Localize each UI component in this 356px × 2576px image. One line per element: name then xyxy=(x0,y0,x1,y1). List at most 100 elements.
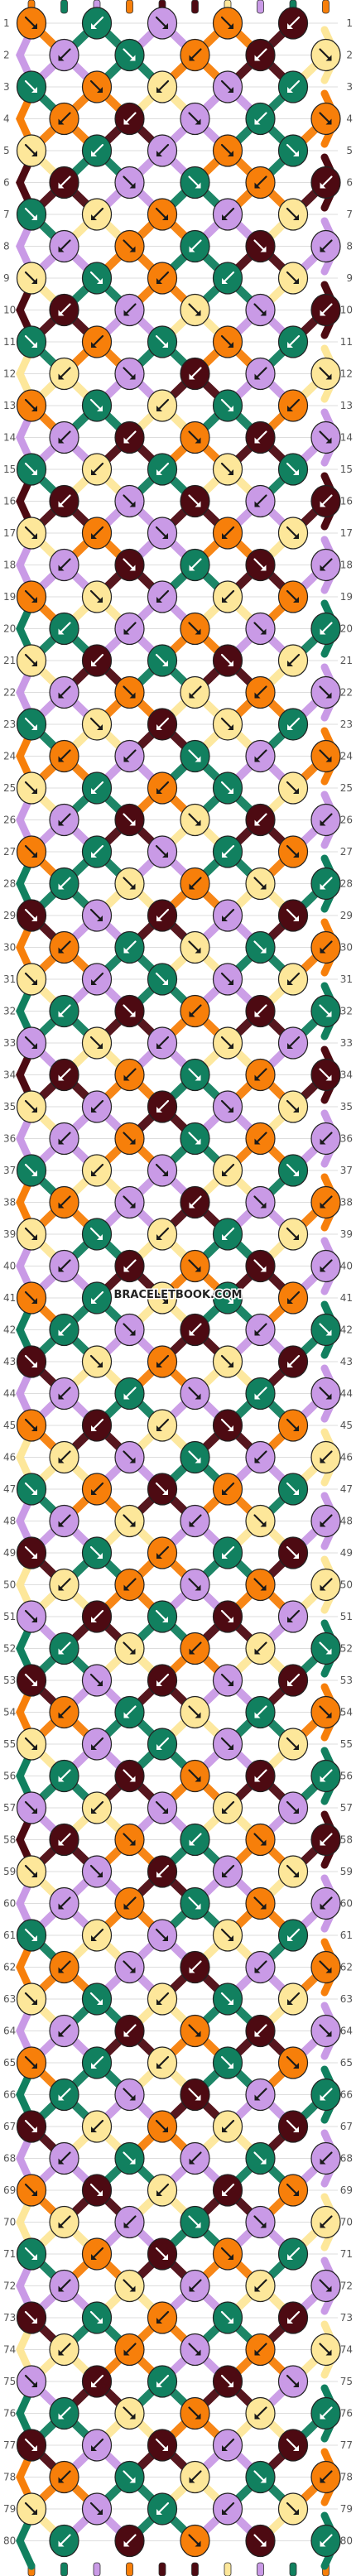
knot-orange xyxy=(49,930,79,964)
arrowhead-icon xyxy=(260,246,267,252)
string-end-orange xyxy=(322,0,330,14)
arrow-icon xyxy=(255,2343,267,2355)
row-number-left: 16 xyxy=(3,496,16,507)
row-number-right: 14 xyxy=(340,432,353,444)
arrowhead-icon xyxy=(97,1553,103,1559)
arrowhead-icon xyxy=(325,1329,332,1336)
arrowhead-icon xyxy=(31,214,37,220)
arrowhead-icon xyxy=(195,1903,201,1910)
knot-purple xyxy=(147,1791,178,1824)
arrowhead-icon xyxy=(58,1011,65,1017)
arrowhead-icon xyxy=(228,2063,233,2069)
knot-maroon xyxy=(310,1823,341,1857)
arrowhead-icon xyxy=(162,1489,168,1495)
knot-purple xyxy=(147,134,178,167)
arrowhead-icon xyxy=(254,819,261,826)
arrow-icon xyxy=(24,398,37,411)
arrow-icon xyxy=(190,877,202,889)
arrow-icon xyxy=(286,2438,299,2451)
knot-purple xyxy=(81,2492,113,2526)
arrowhead-icon xyxy=(293,1107,299,1113)
arrow-icon xyxy=(286,2183,299,2196)
arrow-icon xyxy=(286,1864,299,1877)
arrow-icon xyxy=(220,2055,233,2069)
row-number-left: 75 xyxy=(3,2376,16,2387)
knot-purple xyxy=(310,2141,341,2175)
arrow-icon xyxy=(91,972,104,985)
knot-green xyxy=(16,453,47,486)
row-number-right: 76 xyxy=(340,2408,353,2420)
arrow-icon xyxy=(220,79,233,93)
arrowhead-icon xyxy=(58,2413,65,2420)
knot-green xyxy=(16,198,47,231)
knot-maroon xyxy=(16,1664,47,1697)
knot-orange xyxy=(277,2174,309,2207)
arrow-icon xyxy=(59,2279,71,2291)
arrowhead-icon xyxy=(58,1202,65,1209)
knot-green xyxy=(147,2365,178,2398)
arrowhead-icon xyxy=(91,2254,97,2260)
knot-cream xyxy=(245,1632,276,1665)
arrow-icon xyxy=(24,1354,37,1367)
arrowhead-icon xyxy=(31,1808,37,1814)
knot-purple xyxy=(245,2078,276,2112)
knot-purple xyxy=(245,2205,276,2239)
row-number-right: 52 xyxy=(340,1643,353,1655)
arrow-icon xyxy=(320,175,333,188)
arrowhead-icon xyxy=(31,2190,37,2196)
arrowhead-icon xyxy=(31,1107,37,1113)
arrowhead-icon xyxy=(320,1839,326,1846)
knot-green xyxy=(245,930,276,964)
arrow-icon xyxy=(59,2151,71,2164)
arrowhead-icon xyxy=(320,182,326,189)
knot-purple xyxy=(147,1919,178,1952)
arrowhead-icon xyxy=(222,2509,228,2515)
knot-cream xyxy=(81,1345,113,1378)
arrowhead-icon xyxy=(195,501,201,507)
arrowhead-icon xyxy=(129,1138,136,1145)
knot-green xyxy=(49,2396,79,2430)
row-number-left: 6 xyxy=(3,177,10,189)
knot-green xyxy=(245,1377,276,1411)
arrowhead-icon xyxy=(260,1266,267,1272)
arrowhead-icon xyxy=(91,2063,97,2069)
arrowhead-icon xyxy=(31,1298,37,1304)
row-number-left: 20 xyxy=(3,623,16,635)
knot-orange xyxy=(310,1695,341,1729)
row-number-right: 77 xyxy=(340,2439,353,2451)
arrowhead-icon xyxy=(254,1648,261,1655)
arrowhead-icon xyxy=(31,1872,37,1877)
knot-orange xyxy=(277,2046,309,2079)
row-number-right: 10 xyxy=(340,305,353,316)
knot-maroon xyxy=(180,484,210,518)
arrowhead-icon xyxy=(58,1584,65,1591)
arrowhead-icon xyxy=(123,118,130,125)
row-number-left: 50 xyxy=(3,1579,16,1591)
arrow-icon xyxy=(123,2151,135,2164)
knot-orange xyxy=(180,1759,210,1793)
row-number-right: 35 xyxy=(340,1101,353,1113)
knot-cream xyxy=(147,2046,178,2079)
arrow-icon xyxy=(156,271,170,284)
arrowhead-icon xyxy=(156,788,162,794)
arrow-icon xyxy=(124,1068,137,1080)
arrow-icon xyxy=(59,112,71,124)
arrow-icon xyxy=(155,2119,168,2132)
arrow-icon xyxy=(253,940,266,953)
arrowhead-icon xyxy=(58,2477,65,2483)
knot-purple xyxy=(49,229,79,263)
arrowhead-icon xyxy=(91,788,97,794)
arrowhead-icon xyxy=(129,1521,136,1527)
arrow-icon xyxy=(124,112,137,124)
arrowhead-icon xyxy=(260,310,267,316)
knot-cream xyxy=(114,867,145,901)
row-number-left: 35 xyxy=(3,1101,16,1113)
arrowhead-icon xyxy=(222,533,228,539)
arrow-icon xyxy=(287,1992,301,2005)
knot-orange xyxy=(147,2110,178,2143)
arrowhead-icon xyxy=(97,2318,103,2324)
arrow-icon xyxy=(123,2470,135,2482)
knot-maroon xyxy=(212,2174,243,2207)
knot-orange xyxy=(310,2460,341,2494)
arrow-icon xyxy=(123,48,135,60)
